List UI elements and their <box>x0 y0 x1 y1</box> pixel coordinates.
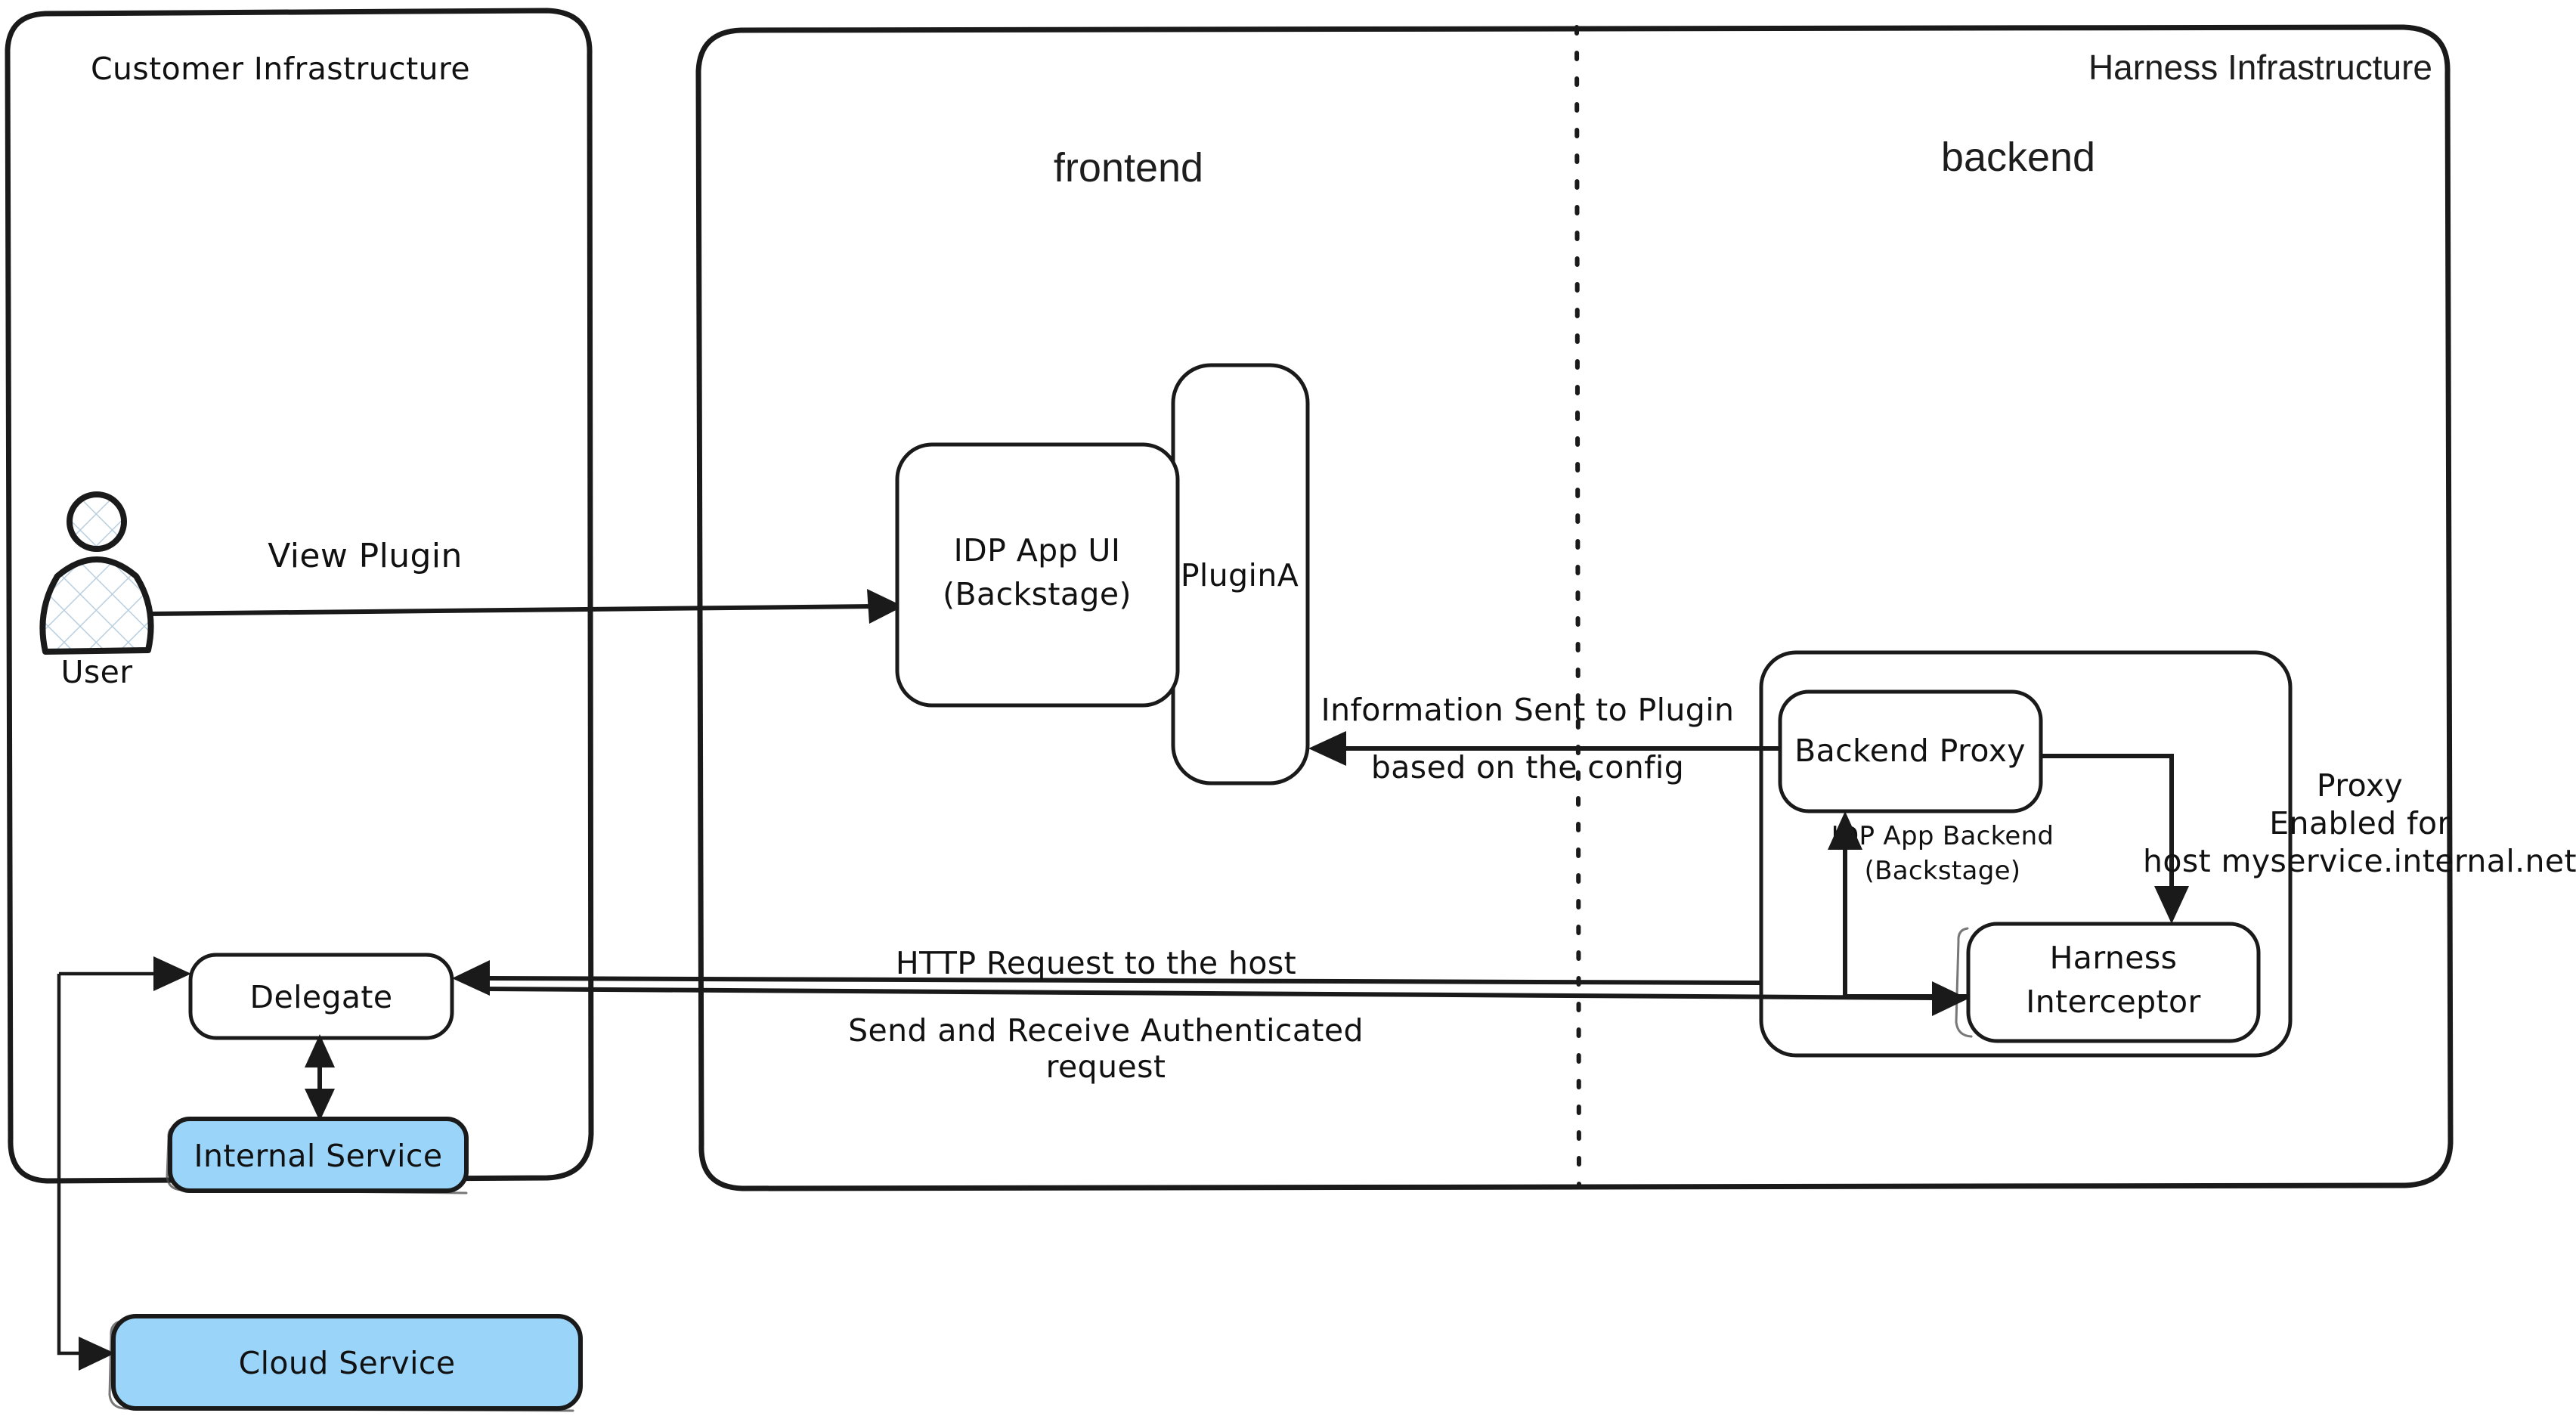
cloud-service-box <box>111 1314 583 1411</box>
backend-zone-label: backend <box>1941 135 2095 180</box>
information-sent-label-line1: Information Sent to Plugin <box>1321 692 1735 728</box>
customer-infrastructure-container[interactable]: Customer Infrastructure <box>5 8 594 1184</box>
left-rail-to-delegate-arrowhead <box>153 956 191 991</box>
harness-interceptor-shadow <box>1955 927 1973 1038</box>
node-harness-interceptor[interactable]: Harness Interceptor <box>1955 922 2261 1043</box>
proxy-to-interceptor-line <box>2041 754 2174 888</box>
http-response-line <box>487 976 1762 985</box>
idp-app-ui-label-line1: IDP App UI <box>954 532 1121 569</box>
delegate-internal-service-arrowhead-down <box>305 1089 335 1121</box>
node-cloud-service[interactable]: Cloud Service <box>108 1314 583 1412</box>
interceptor-to-proxy-arrowhead <box>1828 811 1862 850</box>
edge-http-request: HTTP Request to the host Send and Receiv… <box>452 945 1968 1085</box>
user-label: User <box>60 654 132 690</box>
delegate-label: Delegate <box>249 979 392 1015</box>
harness-interceptor-box <box>1966 922 2261 1043</box>
node-plugin-a[interactable]: PluginA <box>1171 363 1310 785</box>
information-sent-arrowhead <box>1308 731 1346 766</box>
node-idp-app-ui[interactable]: IDP App UI (Backstage) <box>895 442 1180 708</box>
node-internal-service[interactable]: Internal Service <box>166 1117 469 1194</box>
edge-proxy-to-interceptor <box>2041 754 2189 924</box>
customer-infrastructure-label: Customer Infrastructure <box>91 51 470 87</box>
left-rail-line <box>57 974 83 1356</box>
backend-proxy-label: Backend Proxy <box>1794 733 2026 769</box>
view-plugin-label: View Plugin <box>268 537 463 575</box>
internal-service-box <box>168 1117 469 1193</box>
idp-app-backend-label-line2: (Backstage) <box>1865 856 2021 886</box>
authenticated-request-label-line1: Send and Receive Authenticated <box>848 1012 1364 1049</box>
customer-infrastructure-border <box>5 8 594 1184</box>
delegate-internal-service-arrowhead-up <box>305 1034 335 1067</box>
edge-information-sent: Information Sent to Plugin based on the … <box>1308 692 1780 785</box>
proxy-enabled-annotation: Proxy Enabled for host myservice.interna… <box>2143 767 2576 879</box>
proxy-to-interceptor-arrowhead <box>2154 886 2189 924</box>
harness-interceptor-label-line2: Interceptor <box>2026 984 2201 1020</box>
user-body-icon <box>39 556 154 655</box>
http-request-label: HTTP Request to the host <box>896 945 1296 981</box>
idp-app-ui-box <box>895 442 1180 708</box>
information-sent-label-line2: based on the config <box>1371 749 1684 785</box>
cloud-service-label: Cloud Service <box>239 1345 456 1381</box>
http-request-line <box>483 987 1936 1000</box>
plugin-a-label: PluginA <box>1181 557 1299 593</box>
internal-service-label: Internal Service <box>194 1138 443 1174</box>
proxy-enabled-label-line1: Proxy <box>2317 767 2403 804</box>
node-delegate[interactable]: Delegate <box>188 953 454 1040</box>
node-backend-proxy[interactable]: Backend Proxy <box>1778 689 2043 813</box>
user-actor[interactable]: User <box>39 491 154 690</box>
edge-left-rail <box>57 956 191 1371</box>
left-rail-to-cloud-service-arrowhead <box>79 1337 115 1371</box>
authenticated-request-label-line2: request <box>1046 1049 1166 1085</box>
view-plugin-line <box>147 604 874 616</box>
frontend-zone-label: frontend <box>1054 145 1203 191</box>
edge-view-plugin: View Plugin <box>147 537 903 624</box>
idp-app-ui-label-line2: (Backstage) <box>943 576 1132 612</box>
edge-delegate-internal-service <box>305 1034 335 1121</box>
harness-infrastructure-label: Harness Infrastructure <box>2088 48 2432 87</box>
http-response-arrowhead-left <box>452 960 490 996</box>
idp-app-backend-label-line1: IDP App Backend <box>1831 821 2054 851</box>
harness-interceptor-label-line1: Harness <box>2050 940 2178 976</box>
user-head-icon <box>67 491 127 552</box>
cloud-service-shadow <box>108 1320 574 1412</box>
proxy-enabled-label-line3: host myservice.internal.net <box>2143 843 2576 879</box>
backend-proxy-box <box>1778 689 2043 813</box>
view-plugin-arrowhead <box>867 589 903 624</box>
http-request-arrowhead-right <box>1932 981 1968 1016</box>
proxy-enabled-label-line2: Enabled for <box>2269 805 2451 841</box>
